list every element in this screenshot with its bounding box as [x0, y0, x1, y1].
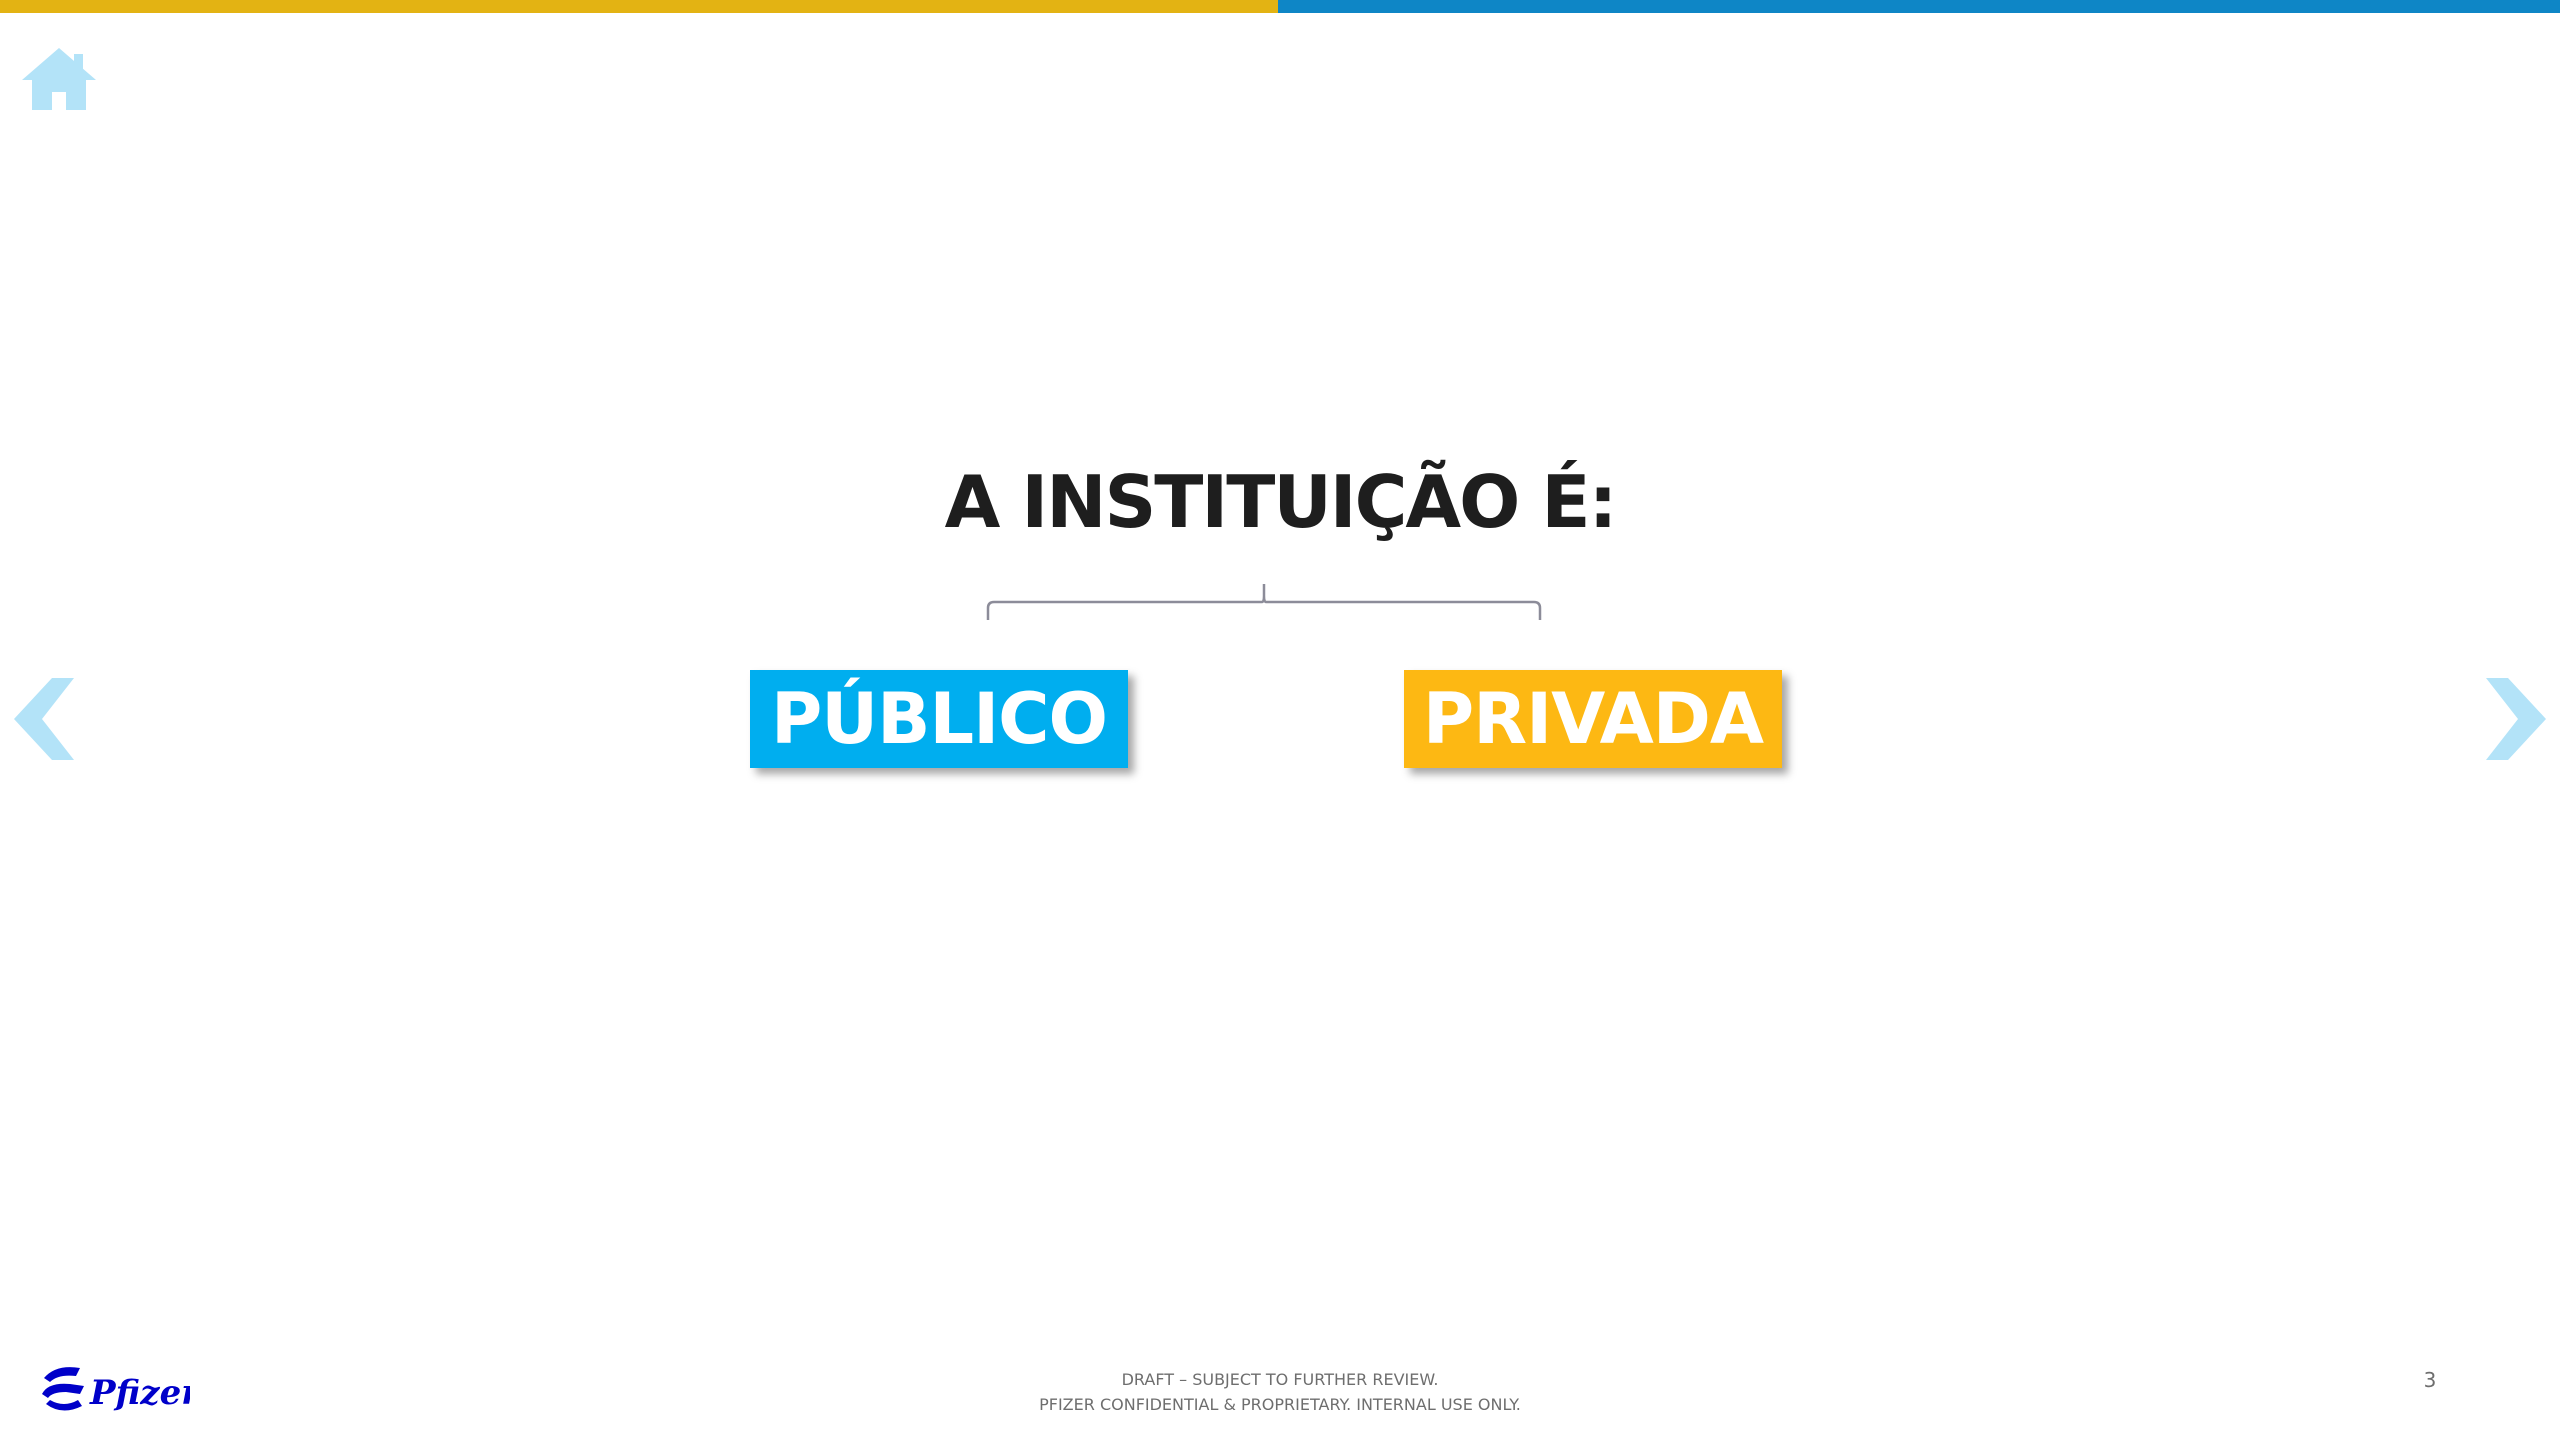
home-icon: [22, 48, 96, 110]
footer-confidential-notice: PFIZER CONFIDENTIAL & PROPRIETARY. INTER…: [1039, 1395, 1521, 1414]
chevron-right-icon: [2486, 678, 2546, 760]
next-slide-button[interactable]: [2484, 676, 2548, 762]
option-publico-button[interactable]: PÚBLICO: [750, 670, 1128, 768]
top-bar-blue-segment: [1278, 0, 2560, 13]
top-accent-bar: [0, 0, 2560, 13]
previous-slide-button[interactable]: [12, 676, 76, 762]
pfizer-logo: Pfizer: [40, 1360, 190, 1420]
home-button[interactable]: [20, 46, 98, 112]
top-bar-yellow-segment: [0, 0, 1278, 13]
page-number: 3: [2423, 1368, 2437, 1392]
question-title: A INSTITUIÇÃO É:: [944, 460, 1618, 544]
pfizer-logo-text: Pfizer: [89, 1373, 190, 1413]
chevron-left-icon: [14, 678, 74, 760]
options-brace: [986, 580, 1542, 622]
option-privada-button[interactable]: PRIVADA: [1404, 670, 1782, 768]
footer-draft-notice: DRAFT – SUBJECT TO FURTHER REVIEW.: [1121, 1370, 1439, 1389]
